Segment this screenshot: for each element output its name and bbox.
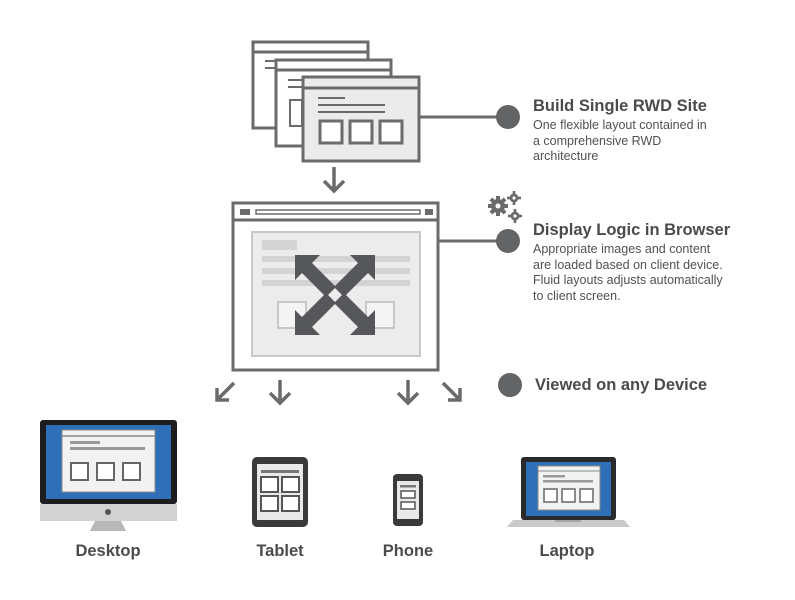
step-1-description: One flexible layout contained in a compr…	[533, 118, 707, 163]
phone-icon	[393, 474, 423, 526]
device-label-tablet: Tablet	[256, 542, 304, 560]
device-label-laptop: Laptop	[539, 542, 595, 560]
step-bullet-2	[496, 229, 520, 253]
step-2-description: Appropriate images and content are loade…	[533, 242, 723, 303]
device-label-phone: Phone	[382, 542, 434, 560]
device-label-desktop: Desktop	[75, 542, 141, 560]
step-1-title: Build Single RWD Site	[533, 97, 707, 115]
arrow-down-icon	[396, 380, 420, 406]
arrow-down-left-icon	[215, 381, 236, 402]
step-3-title: Viewed on any Device	[535, 376, 708, 394]
page-front	[301, 75, 421, 163]
step-2-title: Display Logic in Browser	[533, 221, 731, 239]
expand-arrows-icon	[295, 255, 375, 335]
arrow-down-icon	[268, 380, 292, 406]
laptop-icon	[507, 457, 630, 527]
desktop-icon	[40, 420, 177, 531]
step-bullet-3	[498, 373, 522, 397]
arrow-down-icon	[322, 167, 346, 194]
step-bullet-1	[496, 105, 520, 129]
tablet-icon	[252, 457, 308, 527]
arrow-down-right-icon	[441, 381, 462, 402]
gears-icon	[488, 191, 522, 223]
stacked-pages-icon	[251, 40, 421, 163]
